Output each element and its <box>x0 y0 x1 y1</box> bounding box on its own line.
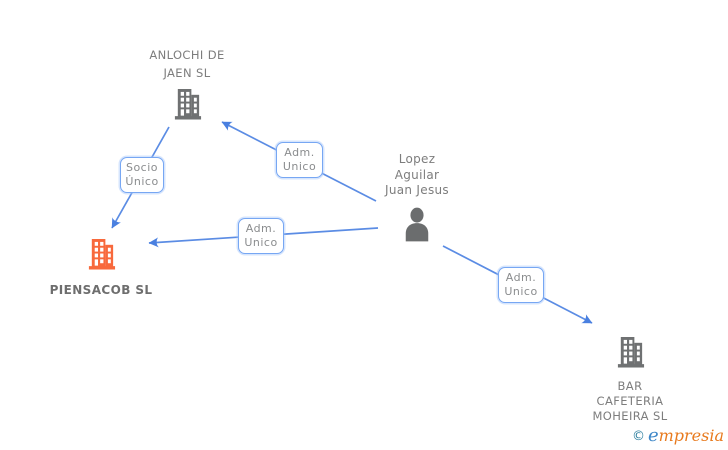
empresia-logo[interactable]: ©empresia <box>632 426 724 447</box>
person-icon[interactable] <box>402 207 432 242</box>
building-icon-highlighted[interactable] <box>86 237 117 272</box>
node-anlochi-de-jaen[interactable]: ANLOCHI DE JAEN SL <box>127 46 247 125</box>
brand-name: mpresia <box>658 426 724 445</box>
person-name[interactable]: Lopez Aguilar Juan Jesus <box>385 152 449 197</box>
copyright-icon: © <box>631 429 645 444</box>
company-name[interactable]: BAR CAFETERIA MOHEIRA SL <box>592 379 668 423</box>
edge-label-adm-unico-mid: Adm. Unico <box>238 218 284 254</box>
node-piensacob[interactable]: PIENSACOB SL <box>41 237 161 298</box>
company-name[interactable]: PIENSACOB SL <box>49 283 153 297</box>
brand-initial: e <box>647 425 659 446</box>
edge-label-adm-unico-bottom: Adm. Unico <box>498 267 544 303</box>
building-icon[interactable] <box>615 336 646 369</box>
building-icon[interactable] <box>172 88 203 121</box>
edge-label-socio-unico: Socio Único <box>120 157 164 193</box>
company-name[interactable]: ANLOCHI DE JAEN SL <box>149 48 225 80</box>
node-bar-cafeteria-moheira[interactable]: BAR CAFETERIA MOHEIRA SL <box>570 336 690 424</box>
edge-label-adm-unico-top: Adm. Unico <box>276 142 323 178</box>
node-lopez-aguilar-juan-jesus[interactable]: Lopez Aguilar Juan Jesus <box>357 152 477 246</box>
